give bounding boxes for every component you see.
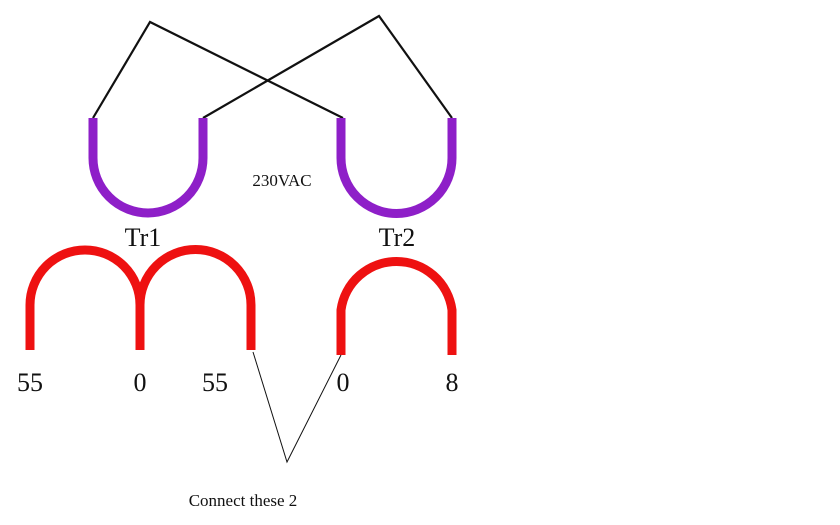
tr1-tap-55-left: 55 [17,368,43,397]
tr1-tap-55-right: 55 [202,368,228,397]
connect-note: Connect these 2 [189,491,298,510]
primary-cross-wires [92,14,453,119]
connect-indicator-lines [252,351,342,464]
tr1-label: Tr1 [125,223,162,252]
tr1-primary-winding [88,118,208,218]
tr2-tap-0: 0 [337,368,350,397]
secondary-windings [25,245,457,355]
primary-wire-tr1-right-to-tr2-right [202,14,453,119]
tr2-primary-winding [336,118,457,218]
tr1-tap-0: 0 [134,368,147,397]
primary-windings [88,118,457,218]
primary-voltage-label: 230VAC [252,171,311,190]
tr1-secondary-winding-right [135,245,256,350]
tr2-secondary-winding [336,256,457,355]
primary-wire-tr1-left-to-tr2-left [92,20,344,119]
tr2-tap-8: 8 [446,368,459,397]
tr2-label: Tr2 [379,223,416,252]
tr1-secondary-winding-left [25,245,145,350]
